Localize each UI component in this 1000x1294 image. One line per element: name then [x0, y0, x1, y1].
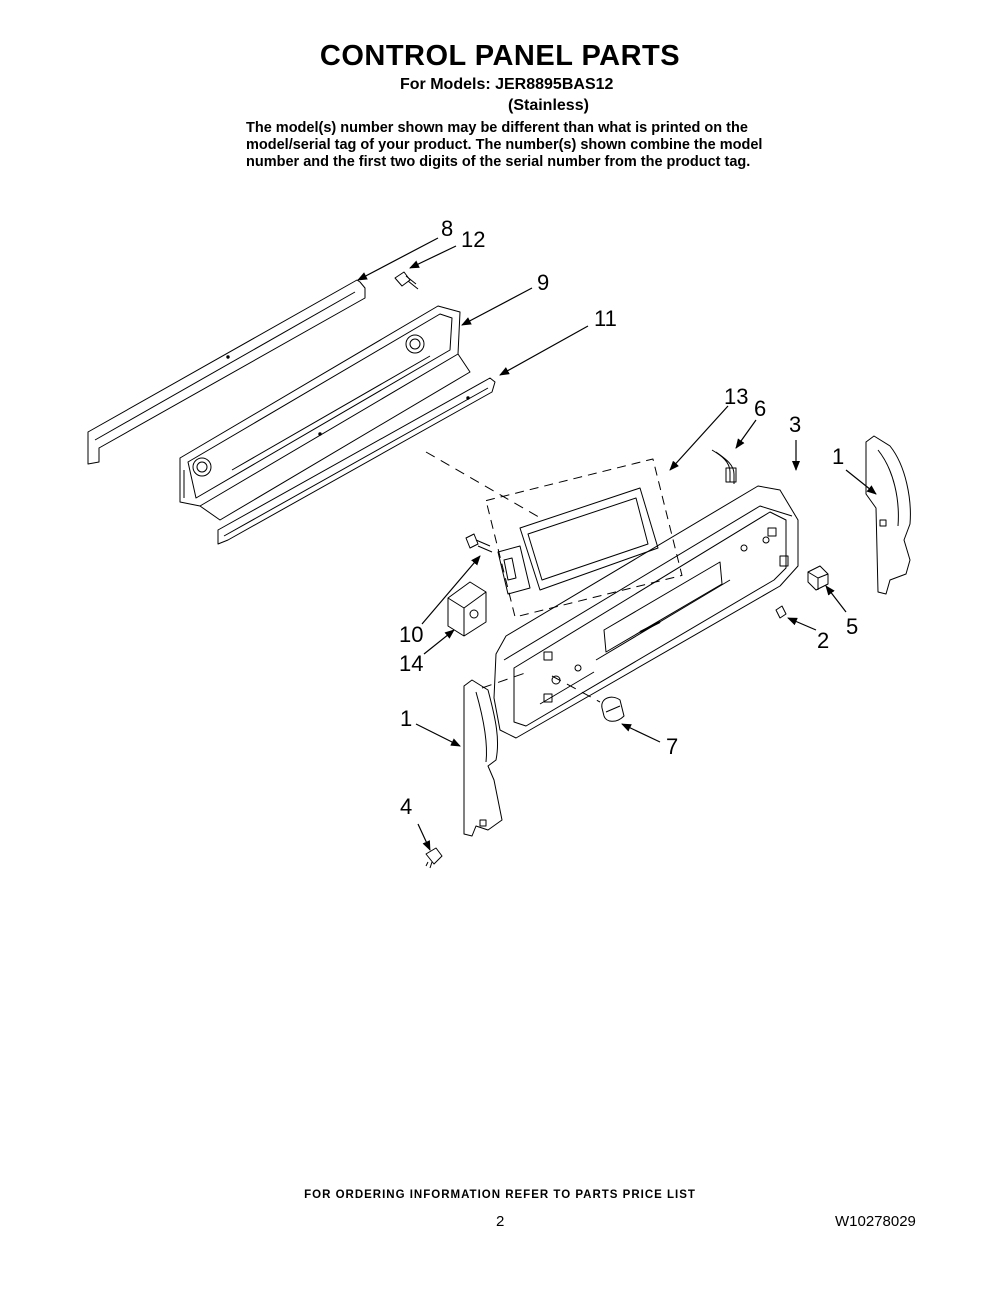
callout-12: 12	[461, 227, 485, 252]
note-line-2: model/serial tag of your product. The nu…	[246, 137, 763, 153]
callout-3: 3	[789, 412, 801, 437]
callout-13: 13	[724, 384, 748, 409]
callout-1-left: 1	[400, 706, 412, 731]
variant-label: (Stainless)	[508, 97, 589, 114]
screw-12	[394, 271, 419, 290]
callout-8: 8	[441, 216, 453, 241]
callout-6: 6	[754, 396, 766, 421]
console-panel	[493, 485, 799, 739]
switch-5	[807, 565, 829, 591]
electronic-control	[485, 458, 683, 618]
callout-14: 14	[399, 651, 423, 676]
knob	[601, 696, 625, 722]
ordering-footer: FOR ORDERING INFORMATION REFER TO PARTS …	[304, 1189, 696, 1201]
wire-harness	[711, 449, 737, 484]
screw-2	[775, 605, 787, 619]
page-number: 2	[496, 1213, 505, 1230]
end-cap-right	[865, 435, 911, 595]
model-note: The model(s) number shown may be differe…	[246, 120, 786, 171]
note-line-1: The model(s) number shown may be differe…	[246, 120, 748, 136]
callout-7: 7	[666, 734, 678, 759]
rear-panel-sheet	[87, 279, 366, 465]
switch-block	[447, 581, 487, 637]
page-title: CONTROL PANEL PARTS	[319, 40, 681, 72]
end-cap-left	[463, 679, 503, 837]
models-line: For Models: JER8895BAS12	[400, 76, 614, 93]
callout-5: 5	[846, 614, 858, 639]
note-line-3: number and the first two digits of the s…	[246, 154, 751, 170]
callout-10: 10	[399, 622, 423, 647]
screw-4	[425, 847, 443, 869]
callout-4: 4	[400, 794, 412, 819]
rear-housing	[179, 305, 471, 521]
callout-9: 9	[537, 270, 549, 295]
callout-1-right: 1	[832, 444, 844, 469]
trim-strip	[217, 377, 496, 545]
document-number: W10278029	[835, 1213, 916, 1230]
screw-10	[465, 533, 493, 553]
callout-2: 2	[817, 628, 829, 653]
callout-11: 11	[594, 306, 617, 331]
